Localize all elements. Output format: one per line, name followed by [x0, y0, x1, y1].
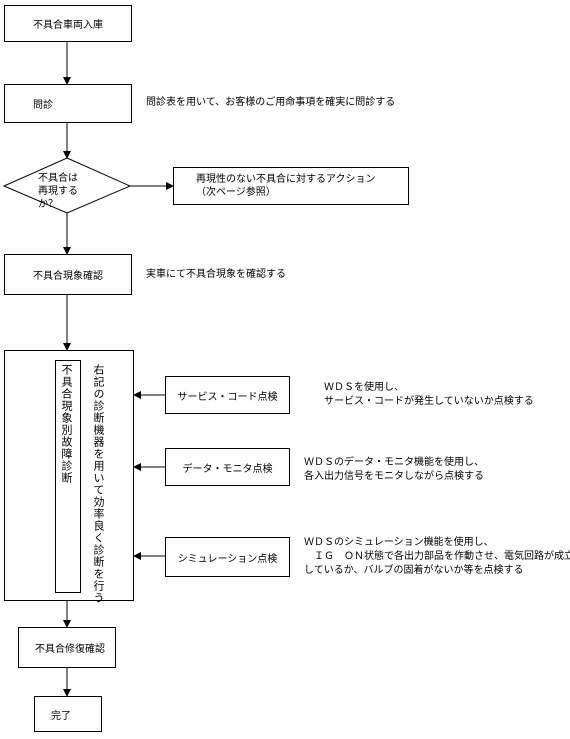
simulation-check-label: シミュレーション点検	[177, 553, 278, 565]
confirm-note: 実車にて不具合現象を確認する	[146, 269, 286, 280]
done-label: 完了	[51, 710, 71, 722]
decision-line-2: 再現するか？	[38, 186, 78, 210]
repair-confirm-label: 不具合修復確認	[35, 644, 105, 655]
done-box: 完了	[34, 696, 102, 732]
service-code-check-box: サービス・コード点検	[165, 376, 290, 414]
data-monitor-check-label: データ・モニタ点検	[182, 463, 273, 475]
confirm-label: 不具合現象確認	[33, 271, 103, 282]
interview-box: 問診	[4, 84, 132, 123]
diagnosis-inner-box	[55, 360, 81, 593]
decision-line-1: 不具合は	[38, 173, 78, 184]
service-code-note: ＷＤＳを使用し、 サービス・コードが発生していないか点検する	[324, 382, 534, 407]
no-repro-action-box: 再現性のない不具合に対するアクション （次ページ参照）	[173, 167, 409, 205]
decision-diamond	[2, 157, 132, 214]
simulation-check-box: シミュレーション点検	[165, 537, 290, 577]
confirm-box: 不具合現象確認	[4, 254, 132, 295]
arrival-box: 不具合車両入庫	[4, 5, 132, 42]
interview-label: 問診	[33, 100, 53, 111]
arrival-label: 不具合車両入庫	[33, 20, 103, 31]
no-repro-action-line-1: 再現性のない不具合に対するアクション	[196, 174, 376, 185]
data-monitor-note: ＷＤＳのデータ・モニタ機能を使用し、 各入出力信号をモニタしながら点検する	[304, 457, 484, 482]
diagnosis-group-label: 不具合現象別故障診断	[60, 364, 73, 484]
no-repro-action-line-2: （次ページ参照）	[196, 187, 276, 198]
repair-confirm-box: 不具合修復確認	[18, 627, 116, 668]
simulation-note: ＷＤＳのシミュレーション機能を使用し、 ＩＧ ＯＮ状態で各出力部品を作動させ、電…	[304, 537, 570, 576]
data-monitor-check-box: データ・モニタ点検	[165, 448, 290, 486]
interview-note: 問診表を用いて、お客様のご用命事項を確実に問診する	[146, 97, 396, 108]
decision-label: 不具合は 再現するか？	[38, 172, 94, 211]
diagnosis-group-text: 右記の診断機器を用いて効率良く診断を行う	[92, 364, 105, 604]
service-code-check-label: サービス・コード点検	[177, 391, 278, 403]
